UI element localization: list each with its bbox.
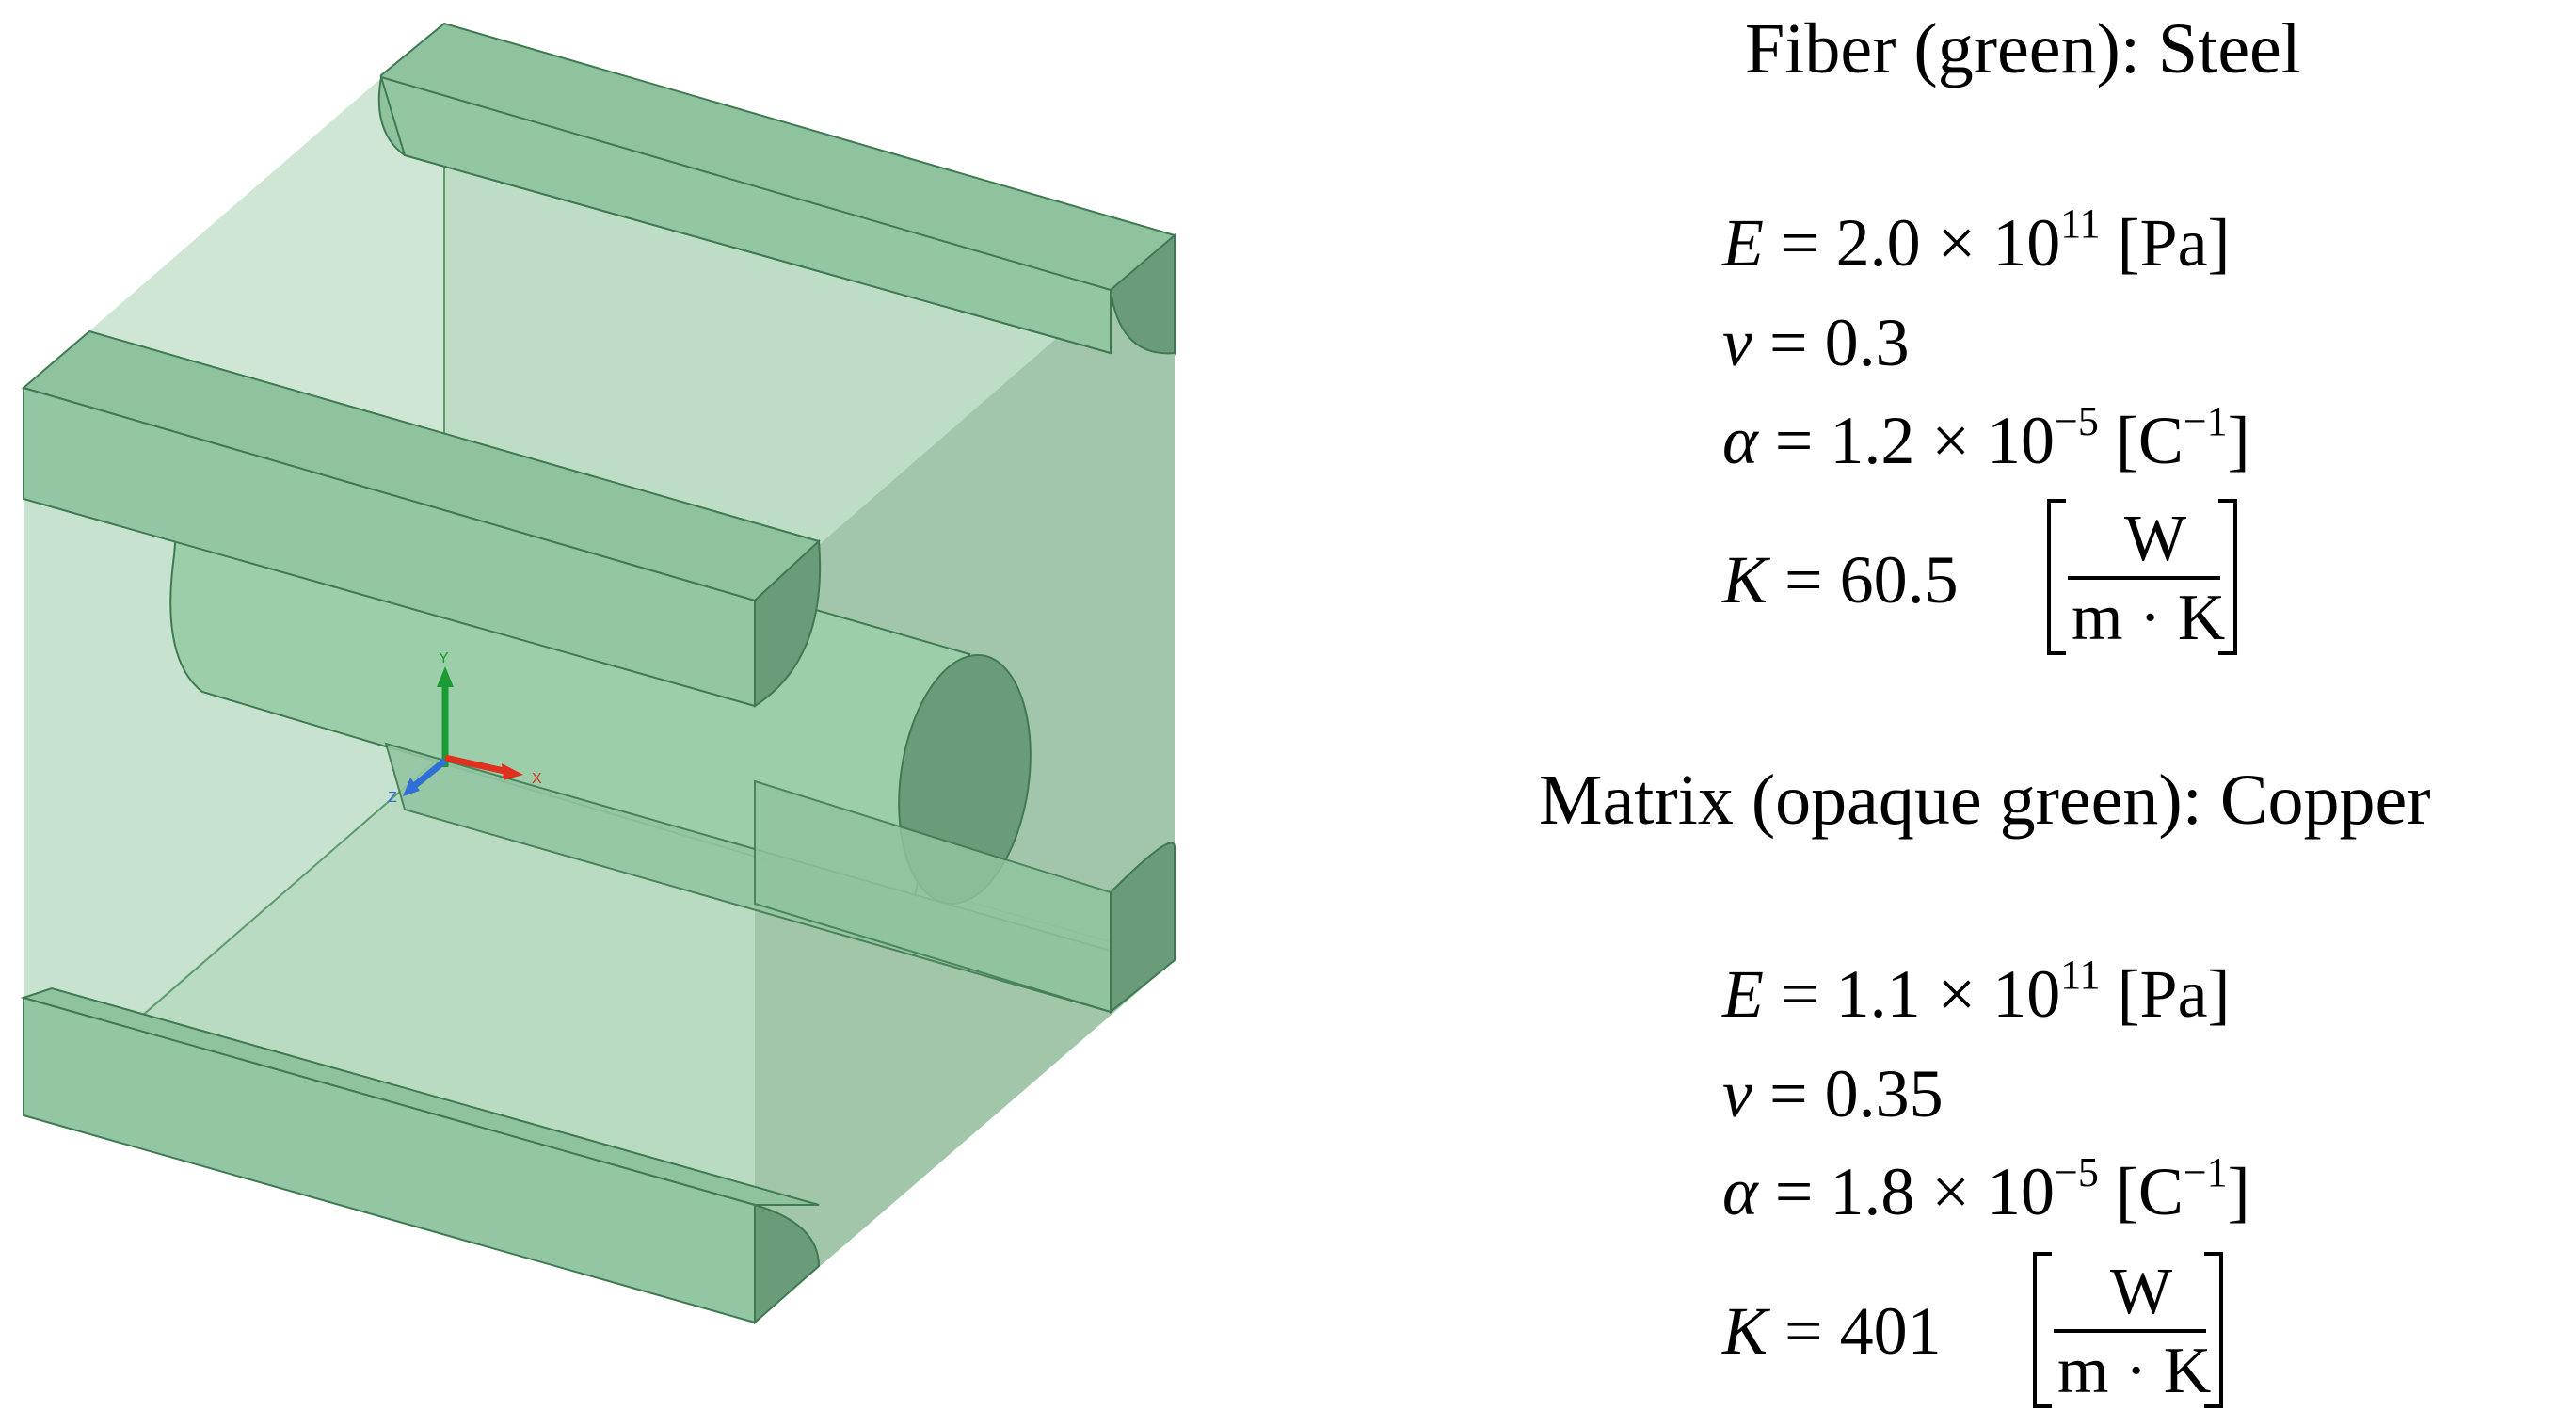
fiber-alpha-unit-close: ] <box>2227 403 2250 478</box>
matrix-nu-equation: ν = 0.35 <box>1722 1060 1944 1128</box>
fiber-K-symbol: K <box>1722 542 1768 617</box>
matrix-K-equation: K = 401 <box>1722 1297 1942 1365</box>
unit-cell-diagram: Y X Z <box>20 22 1176 1325</box>
matrix-nu-value: = 0.35 <box>1768 1056 1944 1131</box>
fiber-back-bottom <box>384 742 1176 1015</box>
matrix-alpha-unit-close: ] <box>2227 1154 2250 1229</box>
matrix-K-unit-fraction: W m · K <box>2033 1252 2231 1412</box>
fiber-alpha-unit-open: [C <box>2098 403 2184 478</box>
z-axis-line <box>411 758 448 789</box>
matrix-K-unit-numerator: W <box>2110 1256 2173 1328</box>
z-axis-arrow <box>403 778 420 796</box>
fiber-E-mantissa: = 2.0 × 10 <box>1780 205 2061 281</box>
matrix-alpha-mantissa: = 1.8 × 10 <box>1774 1154 2056 1229</box>
matrix-K-symbol: K <box>1722 1293 1768 1369</box>
fiber-K-unit-fraction: W m · K <box>2047 499 2245 659</box>
matrix-alpha-unit-exponent: −1 <box>2183 1149 2228 1195</box>
material-properties: Fiber (green): Steel E = 2.0 × 1011 [Pa]… <box>1506 0 2576 1427</box>
matrix-E-exponent: 11 <box>2060 952 2101 998</box>
matrix-alpha-unit-open: [C <box>2098 1154 2184 1229</box>
fiber-alpha-unit-exponent: −1 <box>2183 398 2228 444</box>
x-axis-line <box>444 754 509 776</box>
fiber-E-symbol: E <box>1722 205 1764 281</box>
fiber-K-unit-numerator: W <box>2124 503 2187 575</box>
x-axis-arrow <box>502 763 523 780</box>
x-axis-label: X <box>532 771 542 787</box>
fiber-K-value: = 60.5 <box>1784 542 1959 617</box>
fiber-heading: Fiber (green): Steel <box>1745 9 2301 88</box>
fiber-E-unit: [Pa] <box>2100 205 2231 281</box>
fiber-alpha-mantissa: = 1.2 × 10 <box>1774 403 2056 478</box>
matrix-K-value: = 401 <box>1784 1293 1942 1369</box>
matrix-E-equation: E = 1.1 × 1011 [Pa] <box>1722 954 2231 1029</box>
matrix-nu-symbol: ν <box>1722 1056 1752 1131</box>
fiber-E-equation: E = 2.0 × 1011 [Pa] <box>1722 203 2231 278</box>
matrix-alpha-symbol: α <box>1722 1154 1758 1229</box>
fiber-E-exponent: 11 <box>2060 200 2101 247</box>
matrix-E-unit: [Pa] <box>2100 956 2231 1032</box>
z-axis-label: Z <box>388 790 397 806</box>
y-axis-label: Y <box>439 650 449 666</box>
fiber-alpha-exponent: −5 <box>2055 398 2099 444</box>
matrix-alpha-equation: α = 1.8 × 10−5 [C−1] <box>1722 1152 2250 1227</box>
fiber-K-unit-denominator: m · K <box>2072 582 2226 654</box>
fiber-alpha-symbol: α <box>1722 403 1758 478</box>
matrix-E-mantissa: = 1.1 × 10 <box>1780 956 2061 1032</box>
y-axis-arrow <box>437 666 454 687</box>
fiber-nu-equation: ν = 0.3 <box>1722 309 1910 377</box>
fiber-back-top <box>377 22 1176 356</box>
fiber-front-top <box>21 329 822 708</box>
fiber-K-equation: K = 60.5 <box>1722 546 1959 614</box>
fiber-nu-symbol: ν <box>1722 305 1752 380</box>
matrix-heading: Matrix (opaque green): Copper <box>1539 761 2431 840</box>
axis-triad: Y X Z <box>388 650 542 806</box>
fiber-alpha-equation: α = 1.2 × 10−5 [C−1] <box>1722 401 2250 475</box>
fiber-nu-value: = 0.3 <box>1768 305 1910 380</box>
matrix-K-unit-denominator: m · K <box>2057 1335 2212 1407</box>
fiber-front-bottom <box>20 986 821 1325</box>
matrix-alpha-exponent: −5 <box>2055 1149 2099 1195</box>
matrix-E-symbol: E <box>1722 956 1764 1032</box>
